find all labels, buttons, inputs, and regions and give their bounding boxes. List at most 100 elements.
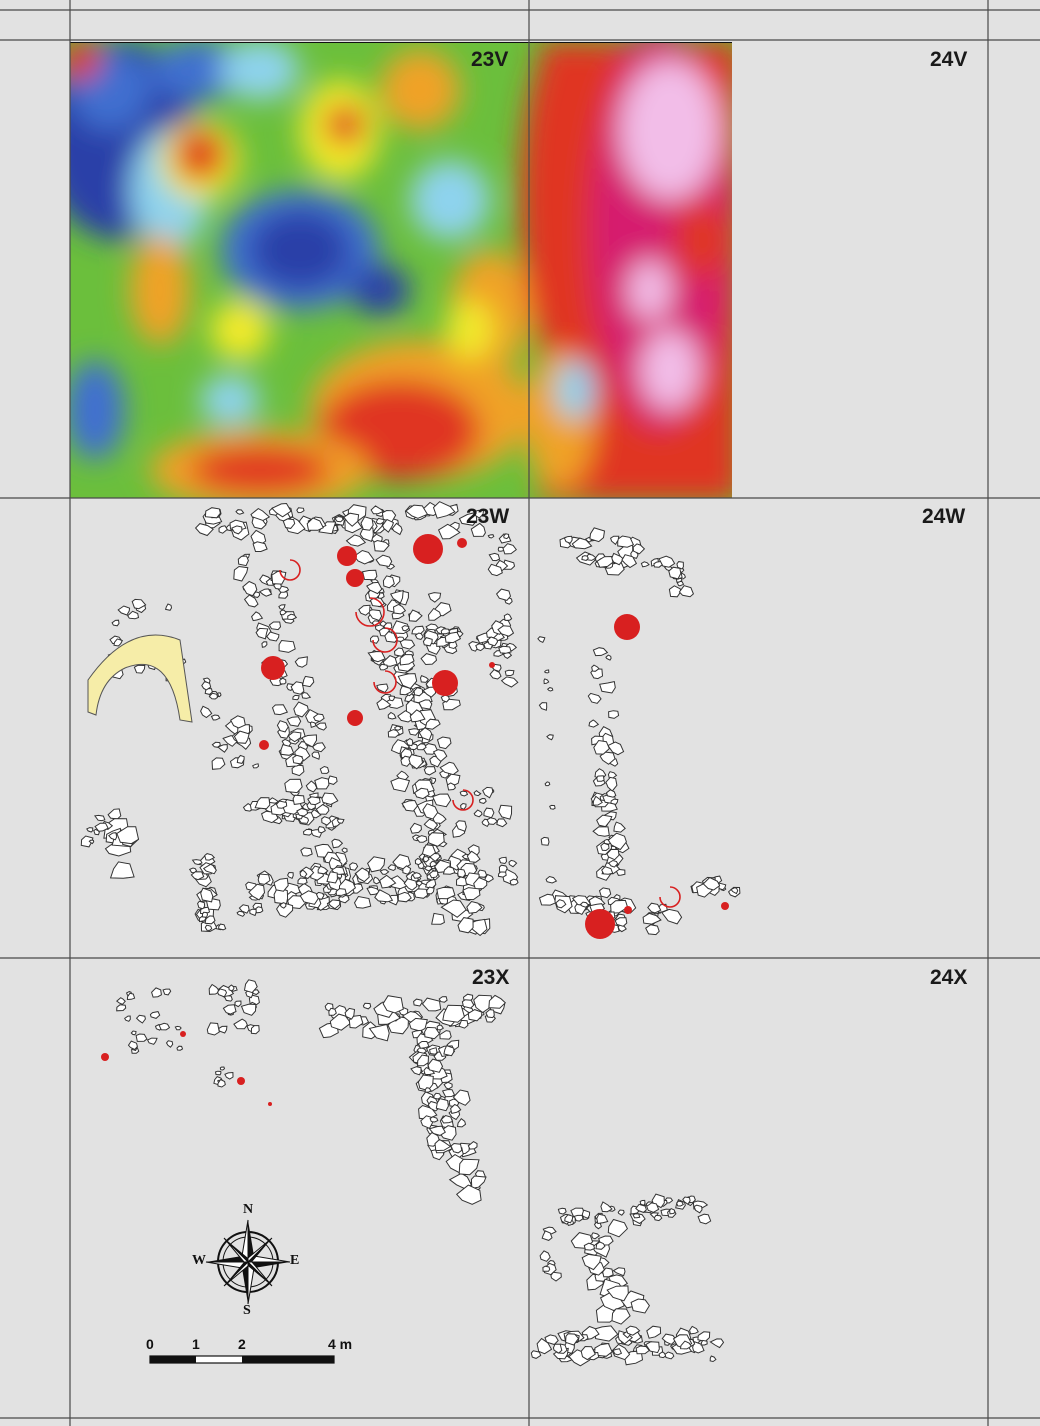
stone	[243, 594, 259, 608]
compass-south-label: S	[243, 1303, 251, 1318]
stone	[387, 864, 396, 872]
stone	[466, 850, 481, 863]
stone	[605, 789, 617, 798]
stone	[611, 1308, 631, 1325]
stone	[697, 1213, 712, 1225]
stone	[251, 516, 267, 530]
stone	[306, 517, 324, 531]
stone	[678, 585, 694, 598]
stone	[467, 1009, 483, 1022]
stone	[408, 609, 423, 622]
stone	[408, 754, 424, 770]
stone	[331, 838, 344, 849]
stone	[599, 751, 616, 765]
grid-label-23V: 23V	[471, 48, 509, 71]
grid-label-24W: 24W	[922, 505, 966, 528]
stone	[457, 917, 474, 934]
stone	[135, 1014, 146, 1024]
stone	[317, 865, 329, 875]
stone	[300, 847, 313, 857]
stone	[617, 535, 635, 548]
stone	[632, 543, 646, 555]
stone	[414, 787, 430, 800]
stone	[251, 611, 264, 622]
stone	[503, 533, 510, 540]
stone	[487, 534, 495, 539]
stone	[348, 1014, 364, 1029]
stone	[359, 527, 374, 543]
stone	[498, 645, 512, 654]
stone	[233, 1018, 248, 1030]
stone	[328, 1007, 337, 1016]
stone	[202, 863, 217, 875]
stone	[414, 857, 423, 866]
red-ring-feature	[372, 627, 398, 653]
stone	[473, 994, 493, 1014]
stone	[445, 773, 461, 786]
stone	[94, 822, 109, 832]
stone	[361, 569, 378, 581]
stone	[218, 525, 228, 534]
stone	[278, 604, 286, 611]
stone	[581, 1209, 591, 1219]
stone	[596, 814, 613, 828]
stone	[369, 635, 380, 644]
stone	[135, 1033, 148, 1042]
stone	[498, 864, 508, 873]
stone	[487, 636, 499, 647]
stone	[93, 814, 106, 822]
stone	[596, 555, 614, 568]
stone	[538, 702, 548, 711]
red-pit	[237, 1077, 245, 1085]
stone	[271, 704, 289, 716]
stone	[233, 730, 250, 744]
stone	[606, 848, 620, 861]
stone	[124, 1015, 131, 1022]
stone	[231, 525, 243, 535]
stone	[217, 744, 228, 753]
stone	[382, 995, 404, 1014]
stone	[390, 777, 411, 793]
red-ring-feature	[373, 670, 397, 694]
stone	[608, 710, 620, 719]
stone	[233, 565, 249, 582]
stone	[299, 890, 319, 905]
stone	[549, 804, 556, 810]
stone	[700, 1339, 708, 1346]
stone	[127, 1040, 138, 1051]
stone	[360, 516, 374, 531]
compass-north-label: N	[243, 1202, 254, 1217]
stone	[388, 695, 396, 702]
stone	[424, 718, 441, 730]
stone	[237, 555, 249, 567]
stone	[441, 1088, 456, 1098]
stone	[273, 877, 289, 892]
stone	[108, 832, 118, 841]
stone	[496, 818, 508, 828]
stone	[485, 1009, 495, 1019]
stone	[606, 1285, 629, 1302]
scale-tick-0: 0	[146, 1336, 154, 1352]
stone	[537, 636, 546, 644]
stone	[255, 627, 269, 640]
compass-rose-icon	[205, 1219, 291, 1305]
stone	[336, 818, 345, 824]
stone	[540, 836, 550, 846]
stone	[271, 502, 292, 518]
stone	[632, 1213, 641, 1219]
stone	[266, 631, 280, 642]
stone	[647, 902, 662, 914]
stone	[358, 604, 371, 616]
stone	[546, 687, 554, 692]
stone-wall-features	[80, 501, 741, 1367]
stone	[279, 609, 287, 616]
stone	[607, 1218, 629, 1238]
stone	[107, 808, 122, 820]
stone	[431, 912, 445, 925]
stone	[580, 1345, 596, 1361]
compass-east-label: E	[290, 1253, 300, 1268]
red-pit	[337, 546, 357, 566]
stone	[697, 1331, 711, 1342]
stone	[598, 887, 612, 899]
red-pit	[101, 1053, 109, 1061]
